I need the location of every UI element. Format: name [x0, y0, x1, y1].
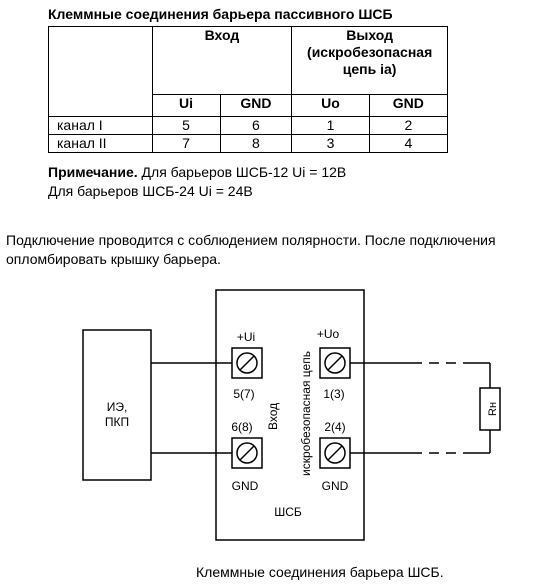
subheader-ui: Ui: [151, 94, 221, 117]
screw-icon: [236, 442, 258, 464]
input-pin-top: 5(7): [233, 387, 254, 401]
table-cell: 6: [219, 116, 293, 135]
input-pin-bottom: 6(8): [231, 420, 252, 434]
note-line-1: Примечание. Для барьеров ШСБ-12 Ui = 12В: [48, 164, 346, 180]
subheader-gnd-in: GND: [219, 94, 293, 117]
source-box: [82, 329, 152, 481]
device-label: ШСБ: [274, 505, 302, 519]
table-cell: 2: [368, 116, 449, 135]
screw-slot: [239, 355, 255, 371]
input-label-bottom: GND: [232, 479, 259, 493]
table-cell: 5: [151, 116, 221, 135]
row-label: канал I: [48, 116, 153, 135]
table-corner-cell: [48, 26, 153, 95]
terminal-table: Вход Выход (искробезопасная цепь ia) Ui …: [48, 26, 449, 153]
screw-slot: [327, 445, 343, 461]
subheader-gnd-out: GND: [368, 94, 449, 117]
header-output-line2: (искробезопасная: [307, 44, 433, 60]
terminal-input-top: [231, 347, 263, 379]
table-row: канал I 5 6 1 2: [48, 116, 449, 135]
output-pin-bottom: 2(4): [324, 420, 345, 434]
input-side-label: Вход: [266, 403, 280, 430]
screw-slot: [327, 355, 343, 371]
table-row: канал II 7 8 3 4: [48, 134, 449, 153]
instruction-paragraph: Подключение проводится с соблюдением пол…: [6, 232, 496, 267]
header-output-line3: цепь ia): [342, 61, 397, 77]
table-cell: 3: [291, 134, 370, 153]
table-header-row: Вход Выход (искробезопасная цепь ia): [48, 26, 448, 95]
output-side-label: искробезопасная цепь: [299, 351, 313, 476]
input-label-top: +Ui: [237, 330, 255, 344]
note-line-2: Для барьеров ШСБ-24 Ui = 24В: [48, 183, 253, 199]
output-pin-top: 1(3): [323, 387, 344, 401]
screw-icon: [324, 352, 346, 374]
row-label: канал II: [48, 134, 153, 153]
table-corner-cell-lower: [48, 94, 153, 117]
barrier-box: [215, 289, 365, 541]
note-line-1-text: Для барьеров ШСБ-12 Ui = 12В: [137, 164, 347, 180]
screw-icon: [324, 442, 346, 464]
table-cell: 8: [219, 134, 293, 153]
header-output: Выход (искробезопасная цепь ia): [291, 26, 448, 95]
note-prefix: Примечание.: [48, 164, 138, 180]
table-cell: 1: [291, 116, 370, 135]
header-output-line1: Выход: [346, 27, 394, 43]
subheader-uo: Uo: [291, 94, 370, 117]
source-label-line2: ПКП: [105, 415, 129, 429]
resistor-label: Rн: [487, 402, 499, 416]
figure-caption: Клеммные соединения барьера ШСБ.: [196, 564, 444, 580]
table-title: Клеммные соединения барьера пассивного Ш…: [48, 6, 393, 22]
table-subheader-row: Ui GND Uo GND: [48, 94, 449, 117]
terminal-input-bottom: [231, 437, 263, 469]
output-label-top: +Uo: [317, 327, 340, 341]
output-label-bottom: GND: [322, 479, 349, 493]
table-cell: 4: [368, 134, 449, 153]
wiring-diagram: ИЭ, ПКП +Ui 5(7) 6(8) GND Вход искробезо…: [82, 289, 501, 541]
source-label-line1: ИЭ,: [107, 400, 128, 414]
header-input: Вход: [151, 26, 293, 95]
screw-slot: [239, 445, 255, 461]
table-cell: 7: [151, 134, 221, 153]
screw-icon: [236, 352, 258, 374]
